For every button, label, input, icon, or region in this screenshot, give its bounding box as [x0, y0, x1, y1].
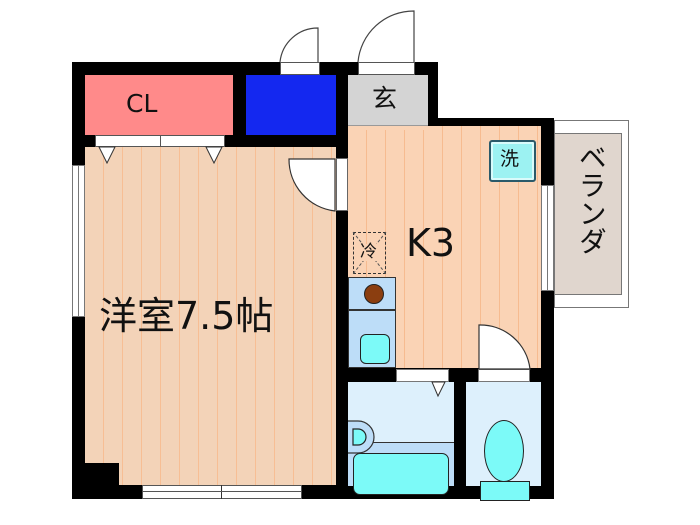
closet-door-divider [160, 135, 161, 147]
sink-icon [360, 334, 390, 364]
door-marker-icon [431, 381, 446, 398]
room-divider-wall [336, 62, 348, 499]
bottom-window-rail [142, 491, 302, 492]
fridge-label: 冷 [360, 242, 377, 262]
entrance-door-opening [358, 62, 415, 75]
toilet-bowl-icon [484, 420, 524, 482]
bottom-window[interactable] [142, 485, 302, 499]
fridge-space [353, 232, 386, 274]
storage [246, 75, 336, 135]
bathtub-icon [353, 453, 449, 495]
washer-label: 洗 [500, 148, 520, 170]
door-marker-icon [98, 146, 116, 165]
stove-burner-icon [364, 284, 384, 304]
veranda-window-divider [547, 185, 548, 291]
genkan-wall-right [428, 62, 438, 130]
storage-door-swing-icon[interactable] [279, 26, 324, 66]
kitchen-step-fill [348, 126, 428, 130]
faucet-icon [348, 420, 375, 454]
entrance-label: 玄 [372, 84, 398, 113]
veranda-label: ベランダ [574, 143, 608, 255]
door-marker-icon [205, 146, 223, 165]
toilet-door-swing-icon[interactable] [478, 324, 534, 372]
room-door-opening [336, 158, 348, 211]
corner-block [85, 463, 119, 487]
storage-door-opening [280, 62, 320, 75]
closet-label: CL [126, 89, 158, 118]
toilet-tank-icon [480, 481, 530, 501]
washer-space [489, 140, 536, 182]
bathroom-sliding-door[interactable] [396, 369, 449, 382]
outer-wall-right [541, 118, 554, 499]
entrance-door-swing-icon[interactable] [357, 10, 418, 66]
kitchen-label: K3 [406, 221, 456, 265]
veranda [554, 133, 622, 295]
entrance [348, 75, 428, 126]
closet [85, 75, 233, 135]
left-window-divider [78, 165, 79, 317]
room-door-swing-icon[interactable] [288, 158, 339, 214]
western-room-label: 洋室7.5帖 [99, 294, 274, 338]
western-room [85, 147, 336, 485]
closet-divider-wall [233, 62, 246, 147]
bath-toilet-divider [454, 368, 466, 499]
bottom-window-divider [221, 485, 222, 499]
